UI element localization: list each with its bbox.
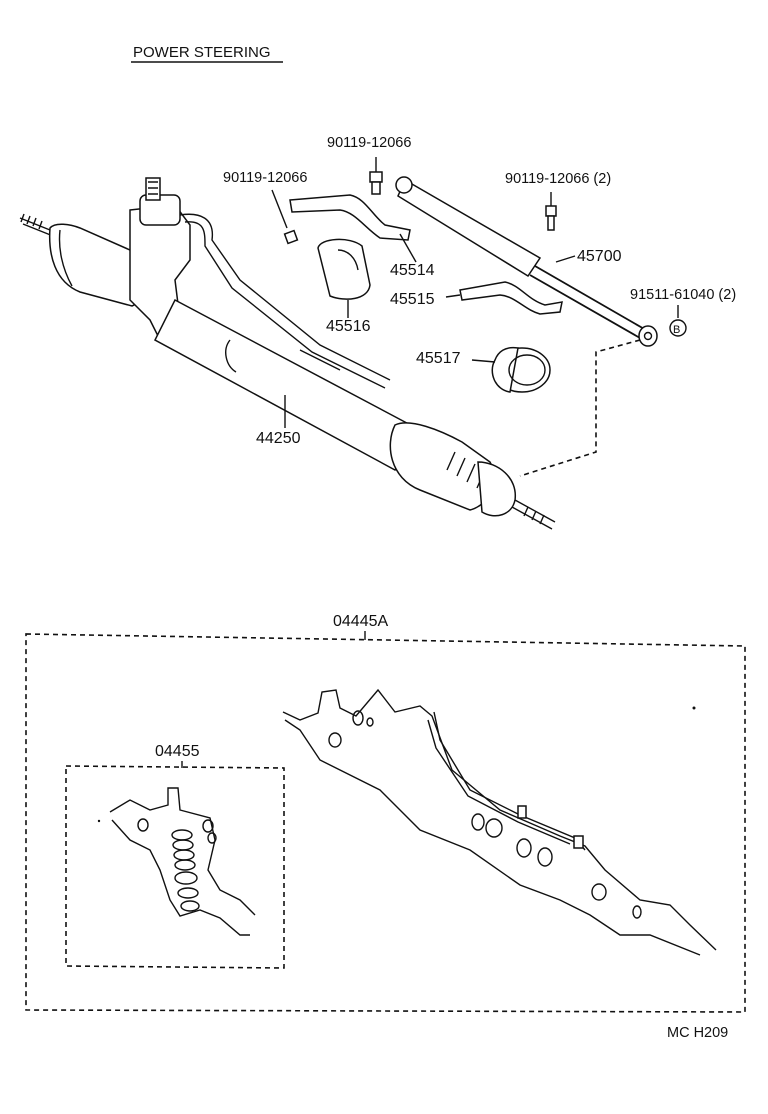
label-bracket-45514: 45514: [390, 262, 435, 279]
label-cylinder-45700: 45700: [577, 248, 622, 265]
grommet-45516-icon: [317, 238, 371, 318]
label-kit-04445a: 04445A: [333, 613, 388, 630]
dashed-link: [519, 339, 641, 477]
callout-b-circle: [669, 319, 687, 337]
steering-gear-assembly: [19, 177, 556, 530]
diagram-code: MC H209: [667, 1025, 728, 1041]
damper-cylinder-icon: [395, 176, 658, 347]
label-bushing: 91511-61040 (2): [630, 287, 736, 303]
bolt-center-icon: [369, 157, 383, 195]
kit-rack-silhouette: [282, 688, 717, 956]
label-bolt-center: 90119-12066: [327, 135, 411, 151]
label-gear-44250: 44250: [256, 430, 301, 447]
label-bolt-left: 90119-12066: [223, 170, 307, 186]
kit-seal-valve-silhouette: [97, 787, 256, 936]
label-bracket-45515: 45515: [390, 291, 435, 308]
bolt-left-icon: [271, 189, 299, 245]
label-grommet-45517: 45517: [416, 350, 461, 367]
leader-cylinder: [555, 255, 576, 263]
kit-main-box: [25, 633, 746, 1013]
label-grommet-45516: 45516: [326, 318, 371, 335]
kit-seal-box: [65, 765, 285, 969]
diagram-title: POWER STEERING: [133, 44, 271, 61]
bolt-right-icon: [545, 192, 557, 231]
bracket-45515-icon: [445, 281, 563, 315]
grommet-45517-icon: [471, 346, 551, 393]
callout-b-letter: B: [673, 324, 680, 336]
label-kit-04455: 04455: [155, 743, 200, 760]
bracket-45514-icon: [289, 194, 417, 263]
label-bolt-right: 90119-12066 (2): [505, 171, 611, 187]
